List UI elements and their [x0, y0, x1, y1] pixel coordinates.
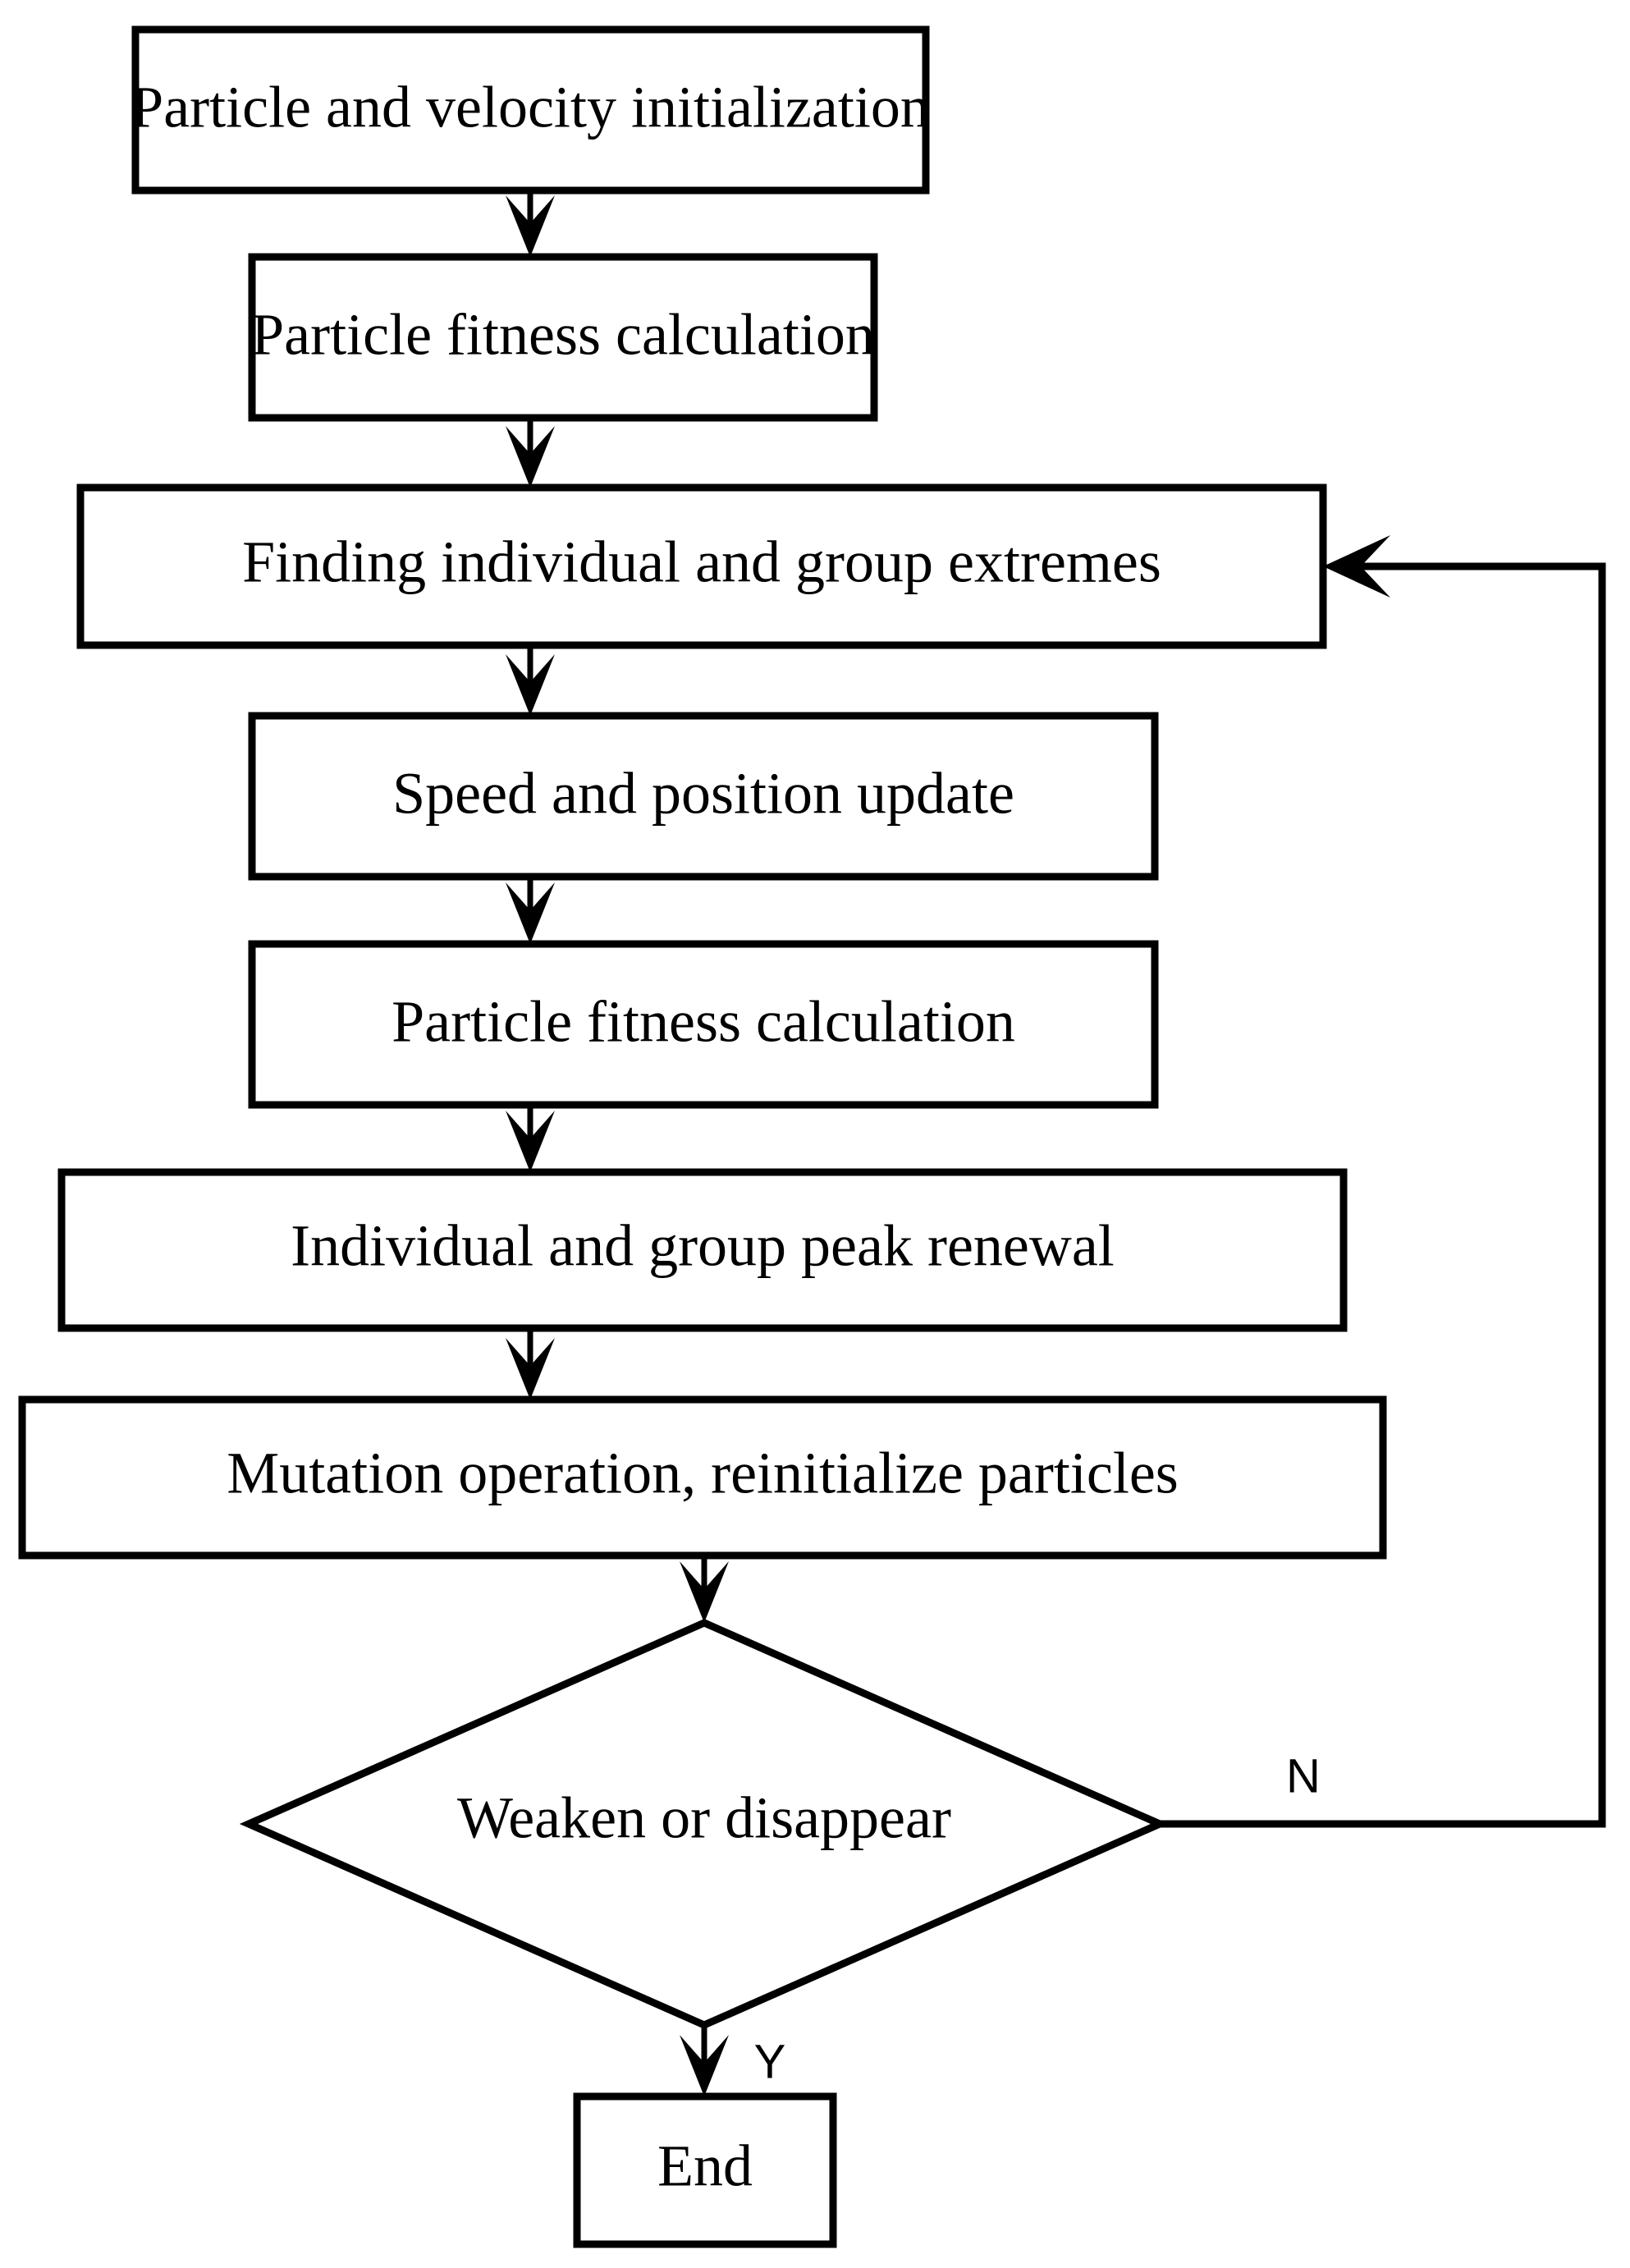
connector-fitness2-to-peak — [506, 1105, 555, 1172]
node-peak-renewal[interactable]: Individual and group peak renewal — [57, 1168, 1348, 1332]
arrow-head-icon — [506, 882, 555, 944]
connector-fitness1-to-extremes — [506, 418, 555, 488]
node-label-finding-extremes: Finding individual and group extremes — [242, 529, 1161, 595]
node-finding-extremes[interactable]: Finding individual and group extremes — [76, 483, 1327, 649]
node-end[interactable]: End — [573, 2092, 837, 2248]
branch-labels-layer: N Y — [754, 1749, 1321, 2088]
node-mutation-operation[interactable]: Mutation operation, reinitialize particl… — [18, 1395, 1387, 1560]
node-label-end: End — [657, 2133, 753, 2199]
node-label-mutation-operation: Mutation operation, reinitialize particl… — [227, 1441, 1179, 1506]
node-label-speed-position-update: Speed and position update — [392, 761, 1014, 827]
arrow-head-icon — [680, 1561, 729, 1623]
branch-label-no: N — [1286, 1749, 1321, 1803]
connector-peak-to-mutation — [506, 1328, 555, 1400]
connector-init-to-fitness1 — [506, 190, 555, 257]
node-label-particle-velocity-init: Particle and velocity initialization — [130, 75, 930, 140]
node-particle-velocity-init[interactable]: Particle and velocity initialization — [130, 25, 930, 195]
connector-decision-no-loopback — [1160, 535, 1606, 1828]
arrow-head-icon — [506, 1111, 555, 1172]
connector-extremes-to-speed — [506, 645, 555, 716]
branch-label-yes: Y — [754, 2035, 786, 2088]
node-weaken-or-disappear[interactable]: Weaken or disappear — [239, 1619, 1170, 2029]
arrow-head-icon — [1323, 535, 1390, 598]
arrow-head-icon — [680, 2035, 729, 2096]
connector-speed-to-fitness2 — [506, 877, 555, 944]
node-label-weaken-or-disappear: Weaken or disappear — [457, 1785, 951, 1851]
arrow-head-icon — [506, 426, 555, 488]
connectors-layer — [506, 190, 1606, 2096]
node-particle-fitness-calc-1[interactable]: Particle fitness calculation — [248, 253, 878, 422]
connector-mutation-to-decision — [680, 1556, 729, 1623]
connector-decision-yes-to-end — [680, 2025, 729, 2096]
nodes-layer: Particle and velocity initialization Par… — [18, 25, 1387, 2248]
node-label-peak-renewal: Individual and group peak renewal — [291, 1213, 1115, 1279]
arrow-head-icon — [506, 654, 555, 716]
node-label-particle-fitness-calc-1: Particle fitness calculation — [251, 302, 875, 368]
node-label-particle-fitness-calc-2: Particle fitness calculation — [391, 989, 1015, 1055]
arrow-head-icon — [506, 195, 555, 257]
arrow-head-icon — [506, 1338, 555, 1400]
node-speed-position-update[interactable]: Speed and position update — [248, 712, 1159, 881]
node-particle-fitness-calc-2[interactable]: Particle fitness calculation — [248, 940, 1159, 1109]
